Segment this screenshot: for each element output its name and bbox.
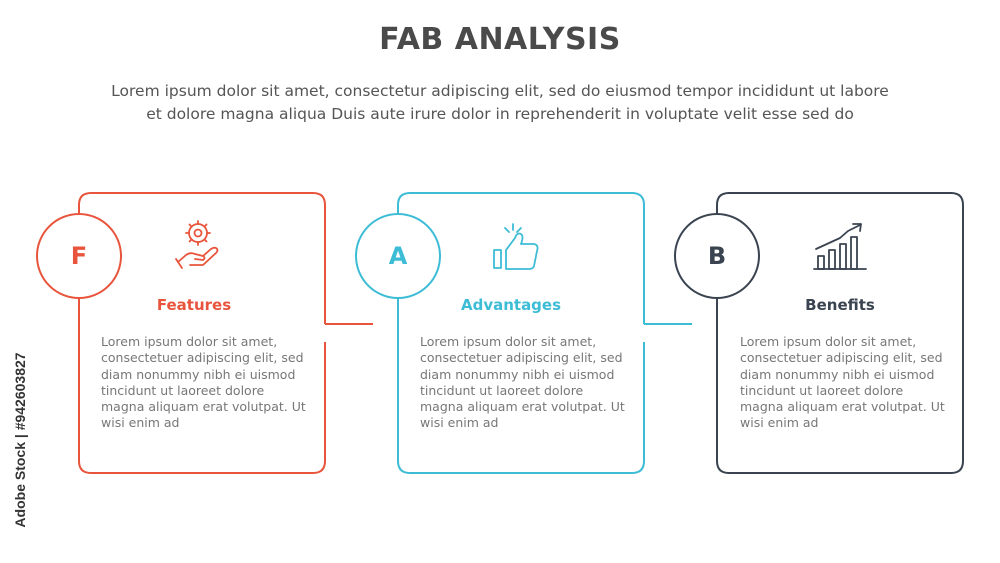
gear-on-hand-icon: [175, 220, 219, 269]
page-subtitle: Lorem ipsum dolor sit amet, consectetur …: [40, 80, 960, 126]
page-title: FAB ANALYSIS: [379, 22, 621, 57]
growth-chart-icon: [813, 223, 867, 270]
advantages-letter-circle: [355, 213, 441, 299]
thumbs-up-icon: [493, 223, 539, 270]
benefits-letter: B: [707, 242, 727, 270]
features-letter: F: [70, 242, 88, 270]
benefits-card-outline: [716, 192, 964, 474]
features-letter-circle: [36, 213, 122, 299]
subtitle-line-2: et dolore magna aliqua Duis aute irure d…: [146, 105, 854, 123]
features-heading: Features: [156, 296, 232, 314]
features-card-outline: [78, 192, 326, 474]
features-description: Lorem ipsum dolor sit amet, consectetuer…: [101, 334, 306, 431]
subtitle-line-1: Lorem ipsum dolor sit amet, consectetur …: [111, 82, 889, 100]
advantages-heading: Advantages: [460, 296, 562, 314]
stock-watermark-text: Adobe Stock | #942603827: [12, 352, 28, 528]
benefits-letter-circle: [674, 213, 760, 299]
advantages-card-outline: [397, 192, 645, 474]
benefits-heading: Benefits: [805, 296, 875, 314]
advantages-description: Lorem ipsum dolor sit amet, consectetuer…: [420, 334, 625, 431]
advantages-letter: A: [388, 242, 408, 270]
benefits-description: Lorem ipsum dolor sit amet, consectetuer…: [740, 334, 945, 431]
stock-watermark: Adobe Stock | #942603827: [4, 320, 36, 560]
